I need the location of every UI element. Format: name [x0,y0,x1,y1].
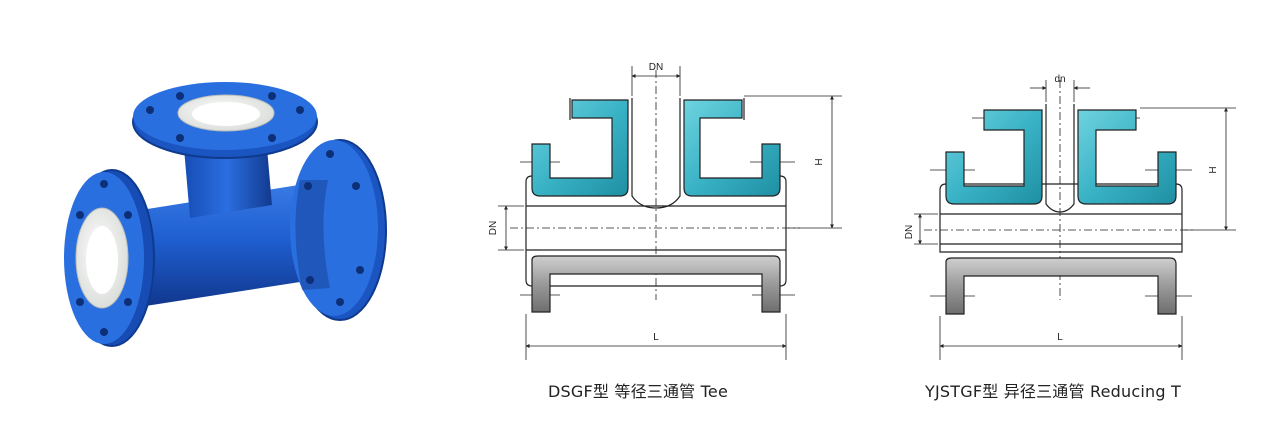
equal-l-label: L [653,332,659,343]
reducing-l-label: L [1057,332,1063,343]
equal-left-flange-liner [531,99,629,197]
equal-tee-drawing [510,70,800,300]
reducing-dn-side-label: DN [904,225,915,239]
top-liner-bore [192,102,260,126]
equal-bottom-liner [531,255,781,313]
equal-dn-side-label: DN [488,221,499,235]
ptfe-lined-tee-photo [64,82,387,347]
left-liner-bore [86,226,118,294]
reducing-right-flange-liner [1077,109,1177,205]
equal-body-outline [525,175,787,287]
reducing-tee-dimensions [914,80,1236,360]
equal-tee-caption: DSGF型 等径三通管 Tee [548,382,728,401]
reducing-h-label: H [1208,166,1219,173]
reducing-bottom-liner [945,257,1177,315]
reducing-dn-top-label: dn [1054,74,1065,85]
reducing-tee-caption: YJSTGF型 异径三通管 Reducing T [925,382,1181,401]
equal-right-flange-liner [683,99,781,197]
reducing-left-flange-liner [945,109,1043,205]
equal-tee-dimensions [498,66,842,360]
equal-dn-top-label: DN [649,62,663,73]
equal-h-label: H [814,158,825,165]
main-pipe-body [110,180,345,310]
